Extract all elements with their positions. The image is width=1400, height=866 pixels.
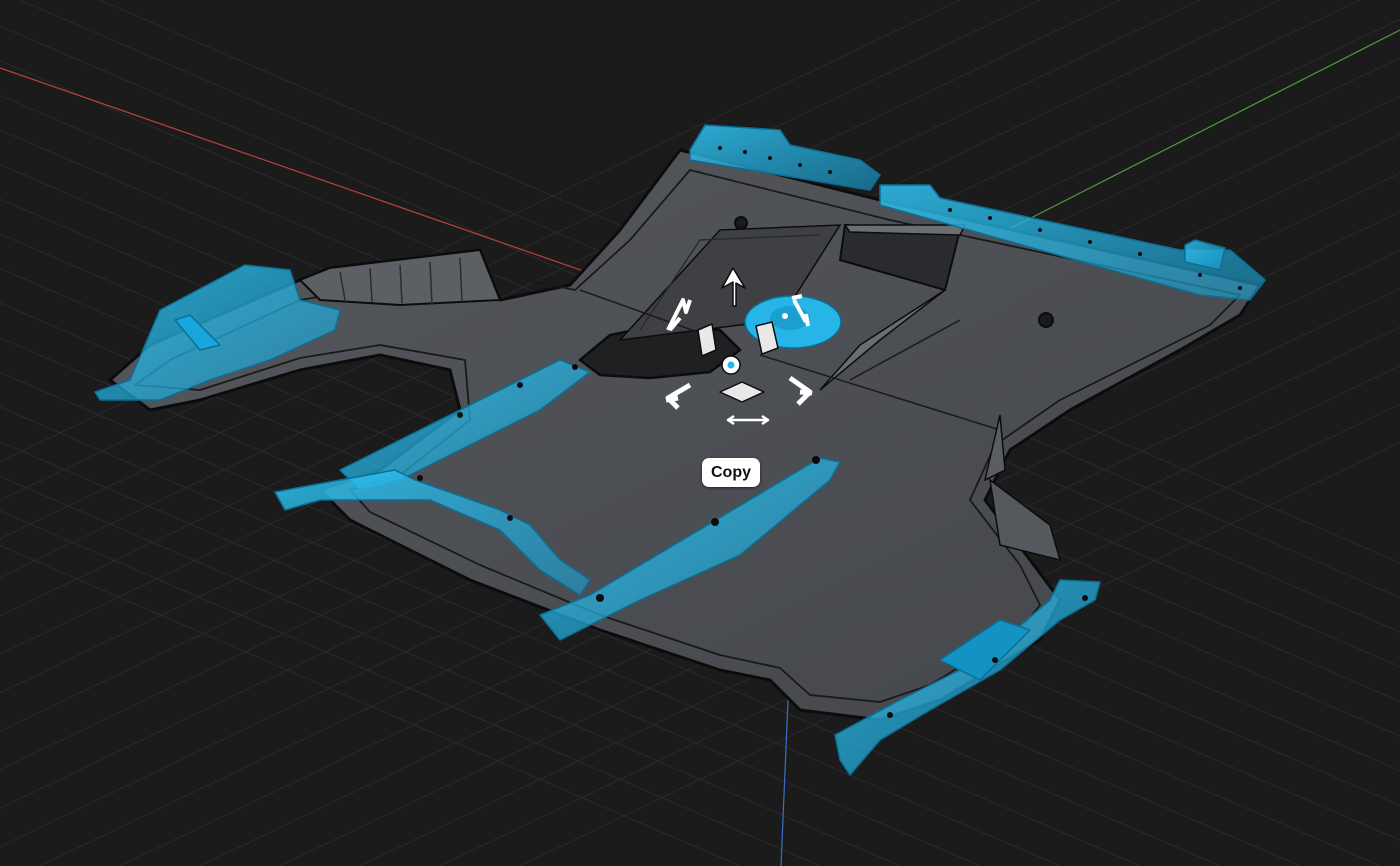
copy-button[interactable]: Copy bbox=[702, 458, 760, 487]
z-axis-line bbox=[780, 699, 789, 866]
transform-gizmo[interactable] bbox=[665, 267, 842, 426]
rear-rail-left[interactable] bbox=[689, 124, 881, 191]
plane-handle-bottom[interactable] bbox=[719, 381, 765, 403]
rail-holes bbox=[417, 146, 1242, 718]
front-bracket-detail bbox=[939, 619, 1031, 681]
cross-member[interactable] bbox=[274, 469, 591, 596]
selected-parts[interactable] bbox=[94, 124, 1266, 776]
move-up-arrow[interactable] bbox=[721, 267, 746, 307]
rear-rail-tab[interactable] bbox=[1184, 239, 1226, 271]
plane-handle-right[interactable] bbox=[755, 321, 779, 355]
rotate-arrow[interactable] bbox=[791, 294, 810, 327]
move-diagonal-arrow[interactable] bbox=[666, 298, 692, 332]
pivot-dot bbox=[727, 361, 735, 369]
move-left-arrow[interactable] bbox=[665, 382, 692, 410]
scale-handle[interactable] bbox=[726, 414, 770, 426]
rear-rail-right[interactable] bbox=[879, 184, 1266, 301]
left-bracket[interactable] bbox=[94, 264, 341, 401]
center-rail-right[interactable] bbox=[539, 457, 841, 641]
move-right-arrow[interactable] bbox=[788, 375, 813, 406]
left-bracket-detail bbox=[174, 314, 221, 351]
plane-handle-left[interactable] bbox=[697, 323, 717, 357]
